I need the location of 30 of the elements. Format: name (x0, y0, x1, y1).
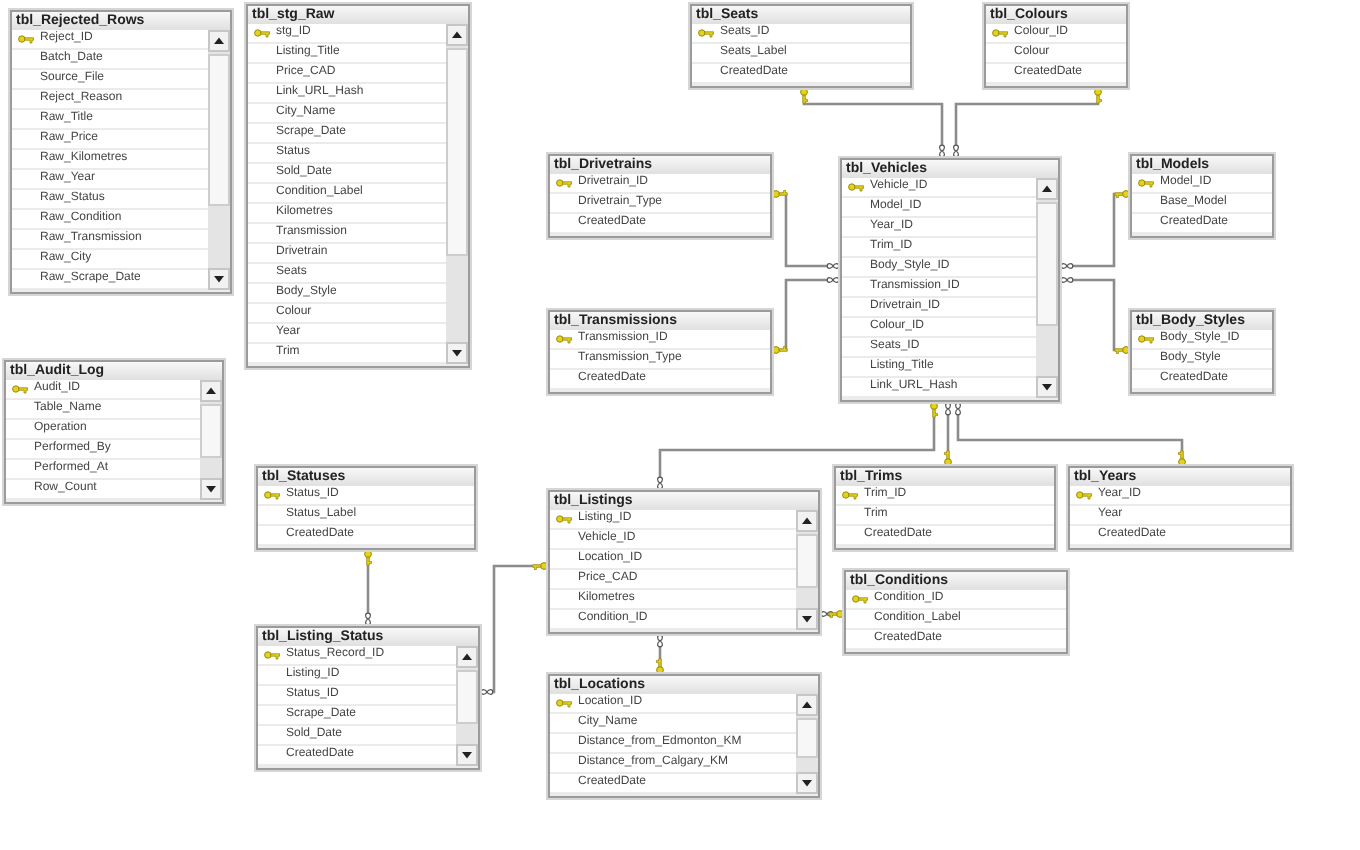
database-table (548, 310, 772, 394)
database-table (1130, 154, 1274, 238)
database-table (1068, 466, 1292, 550)
database-table (548, 154, 772, 238)
database-table (548, 674, 820, 798)
database-table (984, 4, 1128, 88)
relationship-line (772, 189, 840, 269)
database-table (4, 360, 224, 504)
database-table (256, 626, 480, 770)
relationship-line (1060, 277, 1130, 355)
relationship-line (953, 88, 1103, 158)
relationship-line (480, 562, 548, 695)
database-table (246, 4, 470, 368)
database-table (834, 466, 1056, 550)
database-table (1130, 310, 1274, 394)
database-table (844, 570, 1068, 654)
relationship-line (364, 550, 373, 626)
relationship-line (655, 634, 664, 674)
database-table (690, 4, 912, 88)
database-table (10, 10, 232, 294)
relationship-line (820, 610, 844, 619)
relationship-line (800, 88, 945, 158)
relationship-line (657, 402, 939, 490)
relationship-line (772, 277, 840, 354)
database-table (840, 158, 1060, 402)
relationship-line (955, 402, 1186, 466)
database-table (256, 466, 476, 550)
relationship-line (943, 402, 952, 466)
database-table (548, 490, 820, 634)
relationship-line (1060, 190, 1130, 269)
